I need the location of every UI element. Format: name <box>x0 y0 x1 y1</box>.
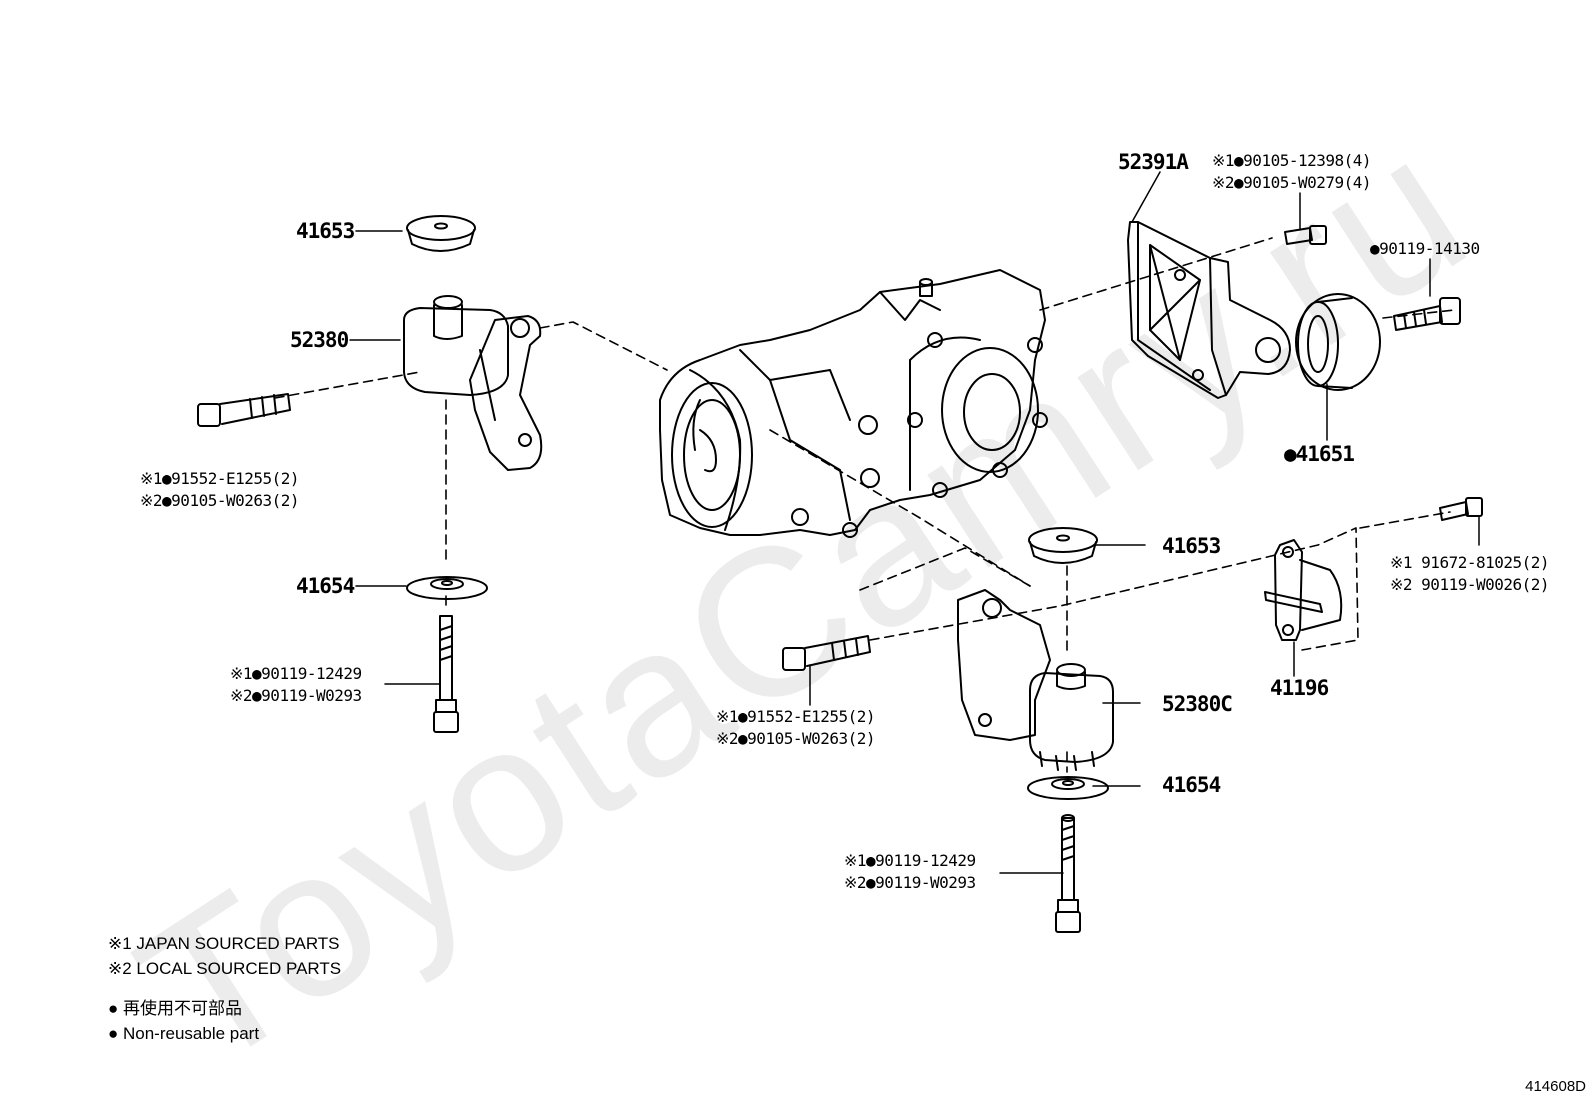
leader-lines <box>349 171 1480 874</box>
differential-housing <box>659 269 1048 538</box>
label-damper-bolt: ●90119-14130 <box>1370 239 1480 258</box>
label-damper: ●41651 <box>1284 442 1355 466</box>
cap-lower-right <box>1028 527 1098 564</box>
label-bolt-left-jp: ※1●91552-E1255(2) <box>140 469 300 488</box>
label-bolt-mid-jp: ※1●91552-E1255(2) <box>716 707 876 726</box>
legend-local-sourced: ※2 LOCAL SOURCED PARTS <box>108 959 342 978</box>
bracket-right <box>1127 221 1291 399</box>
stud-right <box>1055 814 1081 933</box>
washer-left <box>406 576 488 600</box>
label-washer-right: 41654 <box>1162 773 1221 797</box>
label-cap-upper-left: 41653 <box>296 219 355 243</box>
label-stud-right-jp: ※1●90119-12429 <box>844 851 976 870</box>
label-plate: 41196 <box>1270 676 1329 700</box>
legend-nonreusable-en: ● Non-reusable part <box>108 1024 260 1043</box>
label-plate-bolt-jp: ※1 91672-81025(2) <box>1390 553 1550 572</box>
label-mount-left: 52380 <box>290 328 349 352</box>
label-cap-lower-right: 41653 <box>1162 534 1221 558</box>
bracket-bolt <box>1284 225 1327 245</box>
label-washer-left: 41654 <box>296 574 355 598</box>
legend-japan-sourced: ※1 JAPAN SOURCED PARTS <box>108 934 340 953</box>
cap-upper-left <box>406 215 476 252</box>
label-bracket-bolt-jp: ※1●90105-12398(4) <box>1212 151 1372 170</box>
label-stud-left-jp: ※1●90119-12429 <box>230 664 362 683</box>
label-plate-bolt-local: ※2 90119-W0026(2) <box>1390 575 1550 594</box>
label-bolt-mid-local: ※2●90105-W0263(2) <box>716 729 876 748</box>
damper-bolt <box>1393 297 1461 331</box>
label-bracket-bolt-local: ※2●90105-W0279(4) <box>1212 173 1372 192</box>
label-bracket-right: 52391A <box>1118 150 1189 174</box>
assembly-lines <box>274 237 1455 773</box>
diagram-number: 414608D <box>1525 1078 1586 1095</box>
stud-left <box>433 615 459 733</box>
plate <box>1264 539 1343 641</box>
bolt-mid <box>782 635 871 671</box>
bolt-left <box>197 393 291 427</box>
plate-bolt <box>1439 497 1483 521</box>
label-stud-right-local: ※2●90119-W0293 <box>844 873 976 892</box>
label-bolt-left-local: ※2●90105-W0263(2) <box>140 491 300 510</box>
mount-left <box>403 295 543 471</box>
label-stud-left-local: ※2●90119-W0293 <box>230 686 362 705</box>
washer-right <box>1027 776 1109 800</box>
damper <box>1295 293 1381 391</box>
legend-nonreusable-jp: ● 再使用不可部品 <box>108 999 242 1018</box>
label-mount-right: 52380C <box>1162 692 1233 716</box>
mount-right <box>957 589 1114 771</box>
